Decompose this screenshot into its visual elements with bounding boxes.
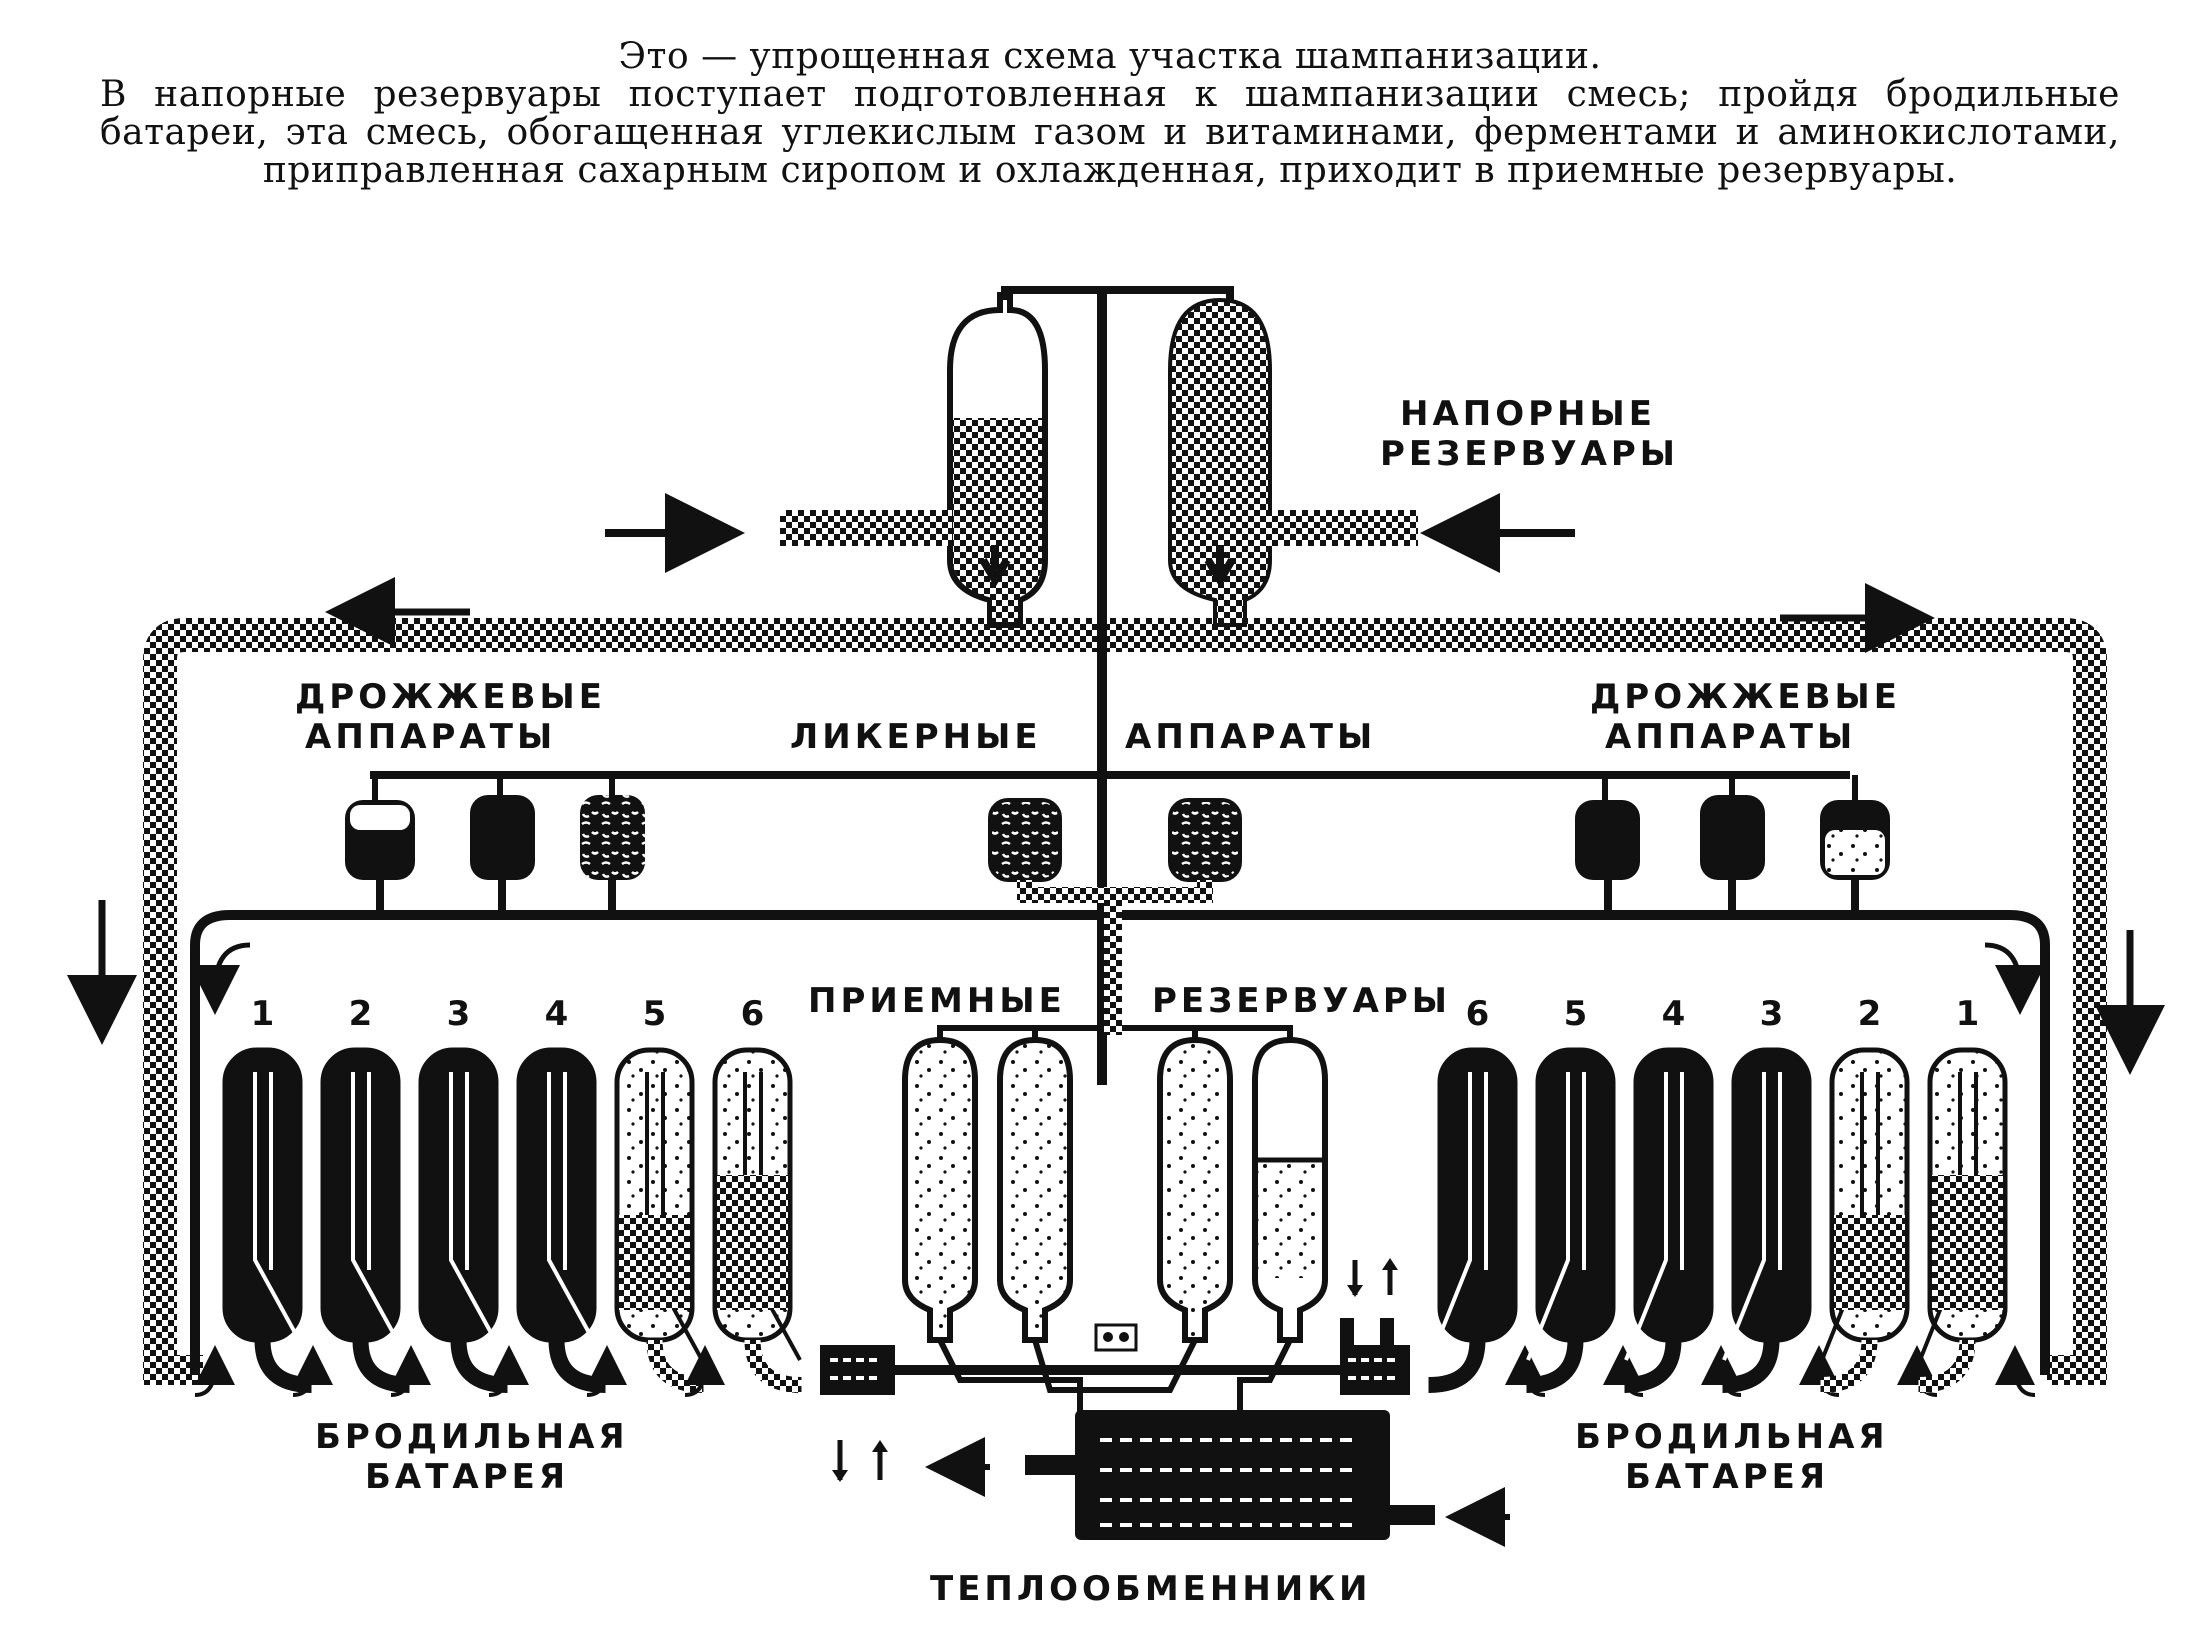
label-battery-right-2: БАТАРЕЯ xyxy=(1625,1457,1829,1497)
left-battery-riser-1 xyxy=(253,1072,312,1361)
right-battery-connector-4 xyxy=(1624,1339,1682,1393)
right-battery-tube-6 xyxy=(1437,1047,1518,1343)
supply-arrow-left xyxy=(190,942,251,1015)
left-battery-fill-5 xyxy=(619,1215,690,1310)
outer-loop-pipe xyxy=(143,618,2107,1370)
right-battery-number-2: 2 xyxy=(1858,994,1882,1034)
loop-end-right xyxy=(2047,1355,2107,1385)
left-battery-tube-3 xyxy=(418,1047,499,1343)
left-battery-tube-4 xyxy=(516,1047,597,1343)
right-battery-riser-3 xyxy=(1722,1072,1766,1361)
label-battery-right-1: БРОДИЛЬНАЯ xyxy=(1575,1417,1889,1457)
left-battery-arrow-2 xyxy=(292,1345,333,1397)
right-battery-connector-3 xyxy=(1722,1339,1780,1393)
right-battery-riser-4 xyxy=(1624,1072,1668,1361)
left-battery-number-4: 4 xyxy=(545,994,569,1034)
inlet-pipe-right xyxy=(1268,510,1418,546)
left-battery-number-3: 3 xyxy=(447,994,471,1034)
right-battery-connector-6 xyxy=(1428,1339,1486,1393)
label-heat-exchangers: ТЕПЛООБМЕННИКИ xyxy=(930,1569,1372,1609)
right-battery-tube-4 xyxy=(1633,1047,1714,1343)
right-battery-riser-6 xyxy=(1428,1072,1472,1361)
label-liqueur-1: ЛИКЕРНЫЕ xyxy=(790,717,1042,757)
yeast-apparatus-right xyxy=(1575,775,1890,915)
right-battery-number-4: 4 xyxy=(1662,994,1686,1034)
receiving-tanks xyxy=(902,895,1328,1343)
heat-exchangers xyxy=(820,1258,1510,1547)
label-battery-left-2: БАТАРЕЯ xyxy=(365,1457,569,1497)
yeast-apparatus-left xyxy=(345,775,645,915)
right-battery-tube-3 xyxy=(1731,1047,1812,1343)
right-battery-number-6: 6 xyxy=(1466,994,1490,1034)
left-battery-riser-3 xyxy=(449,1072,508,1361)
left-battery-connector-6 xyxy=(744,1339,802,1393)
top-connector-pipe xyxy=(1001,286,1234,300)
right-battery-fill-2 xyxy=(1834,1215,1905,1310)
right-battery-number-1: 1 xyxy=(1956,994,1980,1034)
label-liqueur-2: АППАРАТЫ xyxy=(1125,717,1376,757)
label-receiving-1: ПРИЕМНЫЕ xyxy=(808,981,1066,1021)
inlet-pipe-left xyxy=(780,510,952,546)
label-battery-left-1: БРОДИЛЬНАЯ xyxy=(315,1417,629,1457)
right-battery-fill-1 xyxy=(1932,1175,2003,1310)
left-battery-number-5: 5 xyxy=(643,994,667,1034)
pressure-tank-right xyxy=(1168,297,1272,627)
left-battery-riser-2 xyxy=(351,1072,410,1361)
right-battery-riser-5 xyxy=(1526,1072,1570,1361)
left-battery-arrow-1 xyxy=(194,1345,235,1397)
supply-arrow-right xyxy=(1984,942,2045,1015)
label-receiving-2: РЕЗЕРВУАРЫ xyxy=(1152,981,1451,1021)
right-battery-number-5: 5 xyxy=(1564,994,1588,1034)
label-yeast-right-1: ДРОЖЖЕВЫЕ xyxy=(1590,677,1901,717)
left-battery-number-6: 6 xyxy=(741,994,765,1034)
label-pressure-tanks-1: НАПОРНЫЕ xyxy=(1400,394,1656,434)
fermentation-battery-left: 1 2 3 4 5 6 xyxy=(194,994,802,1397)
caption: Это — упрощенная схема участка шампаниза… xyxy=(100,38,2120,190)
right-battery-connector-1 xyxy=(1918,1339,1976,1393)
right-battery-tube-5 xyxy=(1535,1047,1616,1343)
left-battery-arrow-4 xyxy=(488,1345,529,1397)
right-battery-number-3: 3 xyxy=(1760,994,1784,1034)
caption-title: Это — упрощенная схема участка шампаниза… xyxy=(618,36,1602,77)
label-yeast-left-1: ДРОЖЖЕВЫЕ xyxy=(295,677,606,717)
left-battery-riser-4 xyxy=(547,1072,606,1361)
right-battery-connector-5 xyxy=(1526,1339,1584,1393)
right-battery-connector-2 xyxy=(1820,1339,1878,1393)
pressure-tank-left xyxy=(947,292,1048,628)
label-yeast-right-2: АППАРАТЫ xyxy=(1605,717,1856,757)
left-battery-arrow-5 xyxy=(586,1345,627,1397)
left-battery-fill-6 xyxy=(717,1175,788,1310)
left-battery-tube-2 xyxy=(320,1047,401,1343)
left-battery-arrow-6 xyxy=(684,1345,725,1397)
liqueur-apparatus xyxy=(988,798,1242,903)
label-yeast-left-2: АППАРАТЫ xyxy=(305,717,556,757)
label-pressure-tanks-2: РЕЗЕРВУАРЫ xyxy=(1380,434,1679,474)
fermentation-battery-right: 6 5 4 3 2 1 xyxy=(1428,994,2036,1397)
caption-body: В напорные резервуары поступает подготов… xyxy=(100,74,2120,191)
left-battery-number-1: 1 xyxy=(251,994,275,1034)
left-battery-tube-1 xyxy=(222,1047,303,1343)
right-battery-arrow-1 xyxy=(1995,1345,2036,1397)
left-battery-arrow-3 xyxy=(390,1345,431,1397)
left-battery-number-2: 2 xyxy=(349,994,373,1034)
